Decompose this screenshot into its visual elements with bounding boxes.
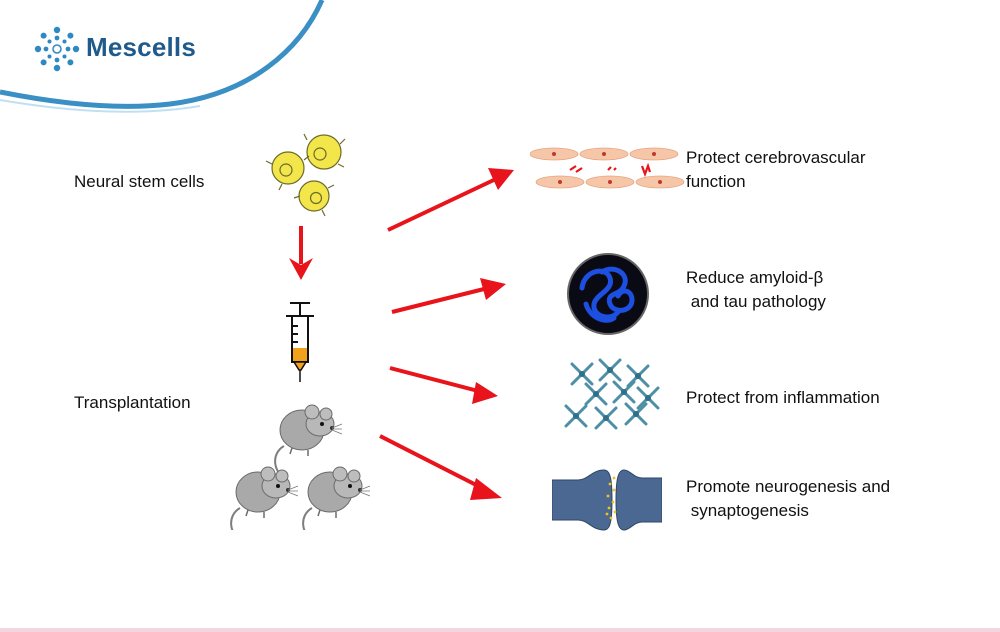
amyloid-plaque-icon	[567, 253, 649, 335]
bottom-border	[0, 628, 1000, 632]
outcome-label-amyloid: Reduce amyloid-β and tau pathology	[686, 268, 826, 311]
arrow-to-cerebrovascular	[387, 176, 499, 232]
brand-name: Mescells	[86, 32, 197, 62]
blood-vessel-icon	[530, 147, 685, 189]
arrow-to-inflammation	[389, 366, 483, 394]
mescells-logo-icon	[34, 26, 80, 72]
neural-stem-cells-icon	[265, 133, 346, 217]
syringe-icon	[286, 302, 314, 382]
outcome-label-inflammation: Protect from inflammation	[686, 388, 880, 407]
label-neural-stem-cells: Neural stem cells	[74, 172, 205, 191]
outcome-label-neurogenesis: Promote neurogenesis and synaptogenesis	[686, 477, 891, 520]
arrow-to-neurogenesis	[379, 434, 487, 492]
synapse-icon	[552, 469, 662, 531]
down-arrow	[289, 226, 313, 280]
label-transplantation: Transplantation	[74, 393, 191, 412]
arrow-to-amyloid	[391, 286, 489, 314]
header-wave	[0, 0, 330, 113]
microglia-icon	[564, 358, 660, 430]
